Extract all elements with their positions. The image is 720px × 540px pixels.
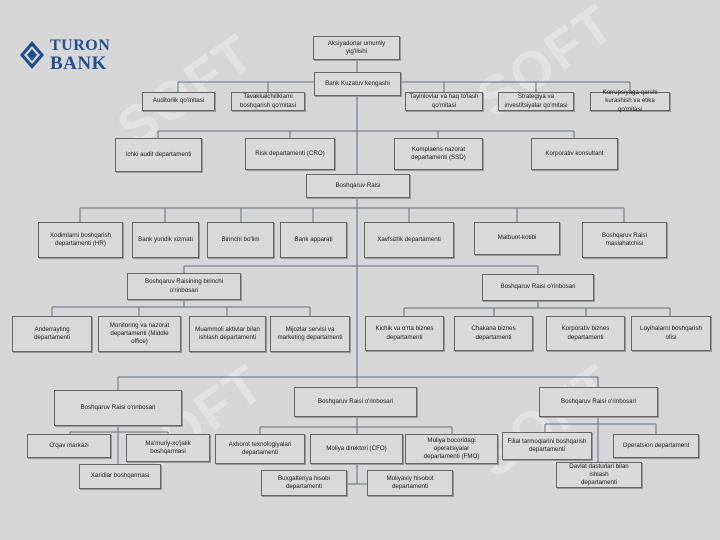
node-operatsion: Operatsion departament <box>613 434 699 458</box>
node-orinbosar-middle: Boshqaruv Raisi o'rinbosari <box>294 387 417 417</box>
node-monitoring: Monitoring va nazorat departamenti (Midd… <box>98 316 181 352</box>
node-davlat-dasturlari: Davlat dasturlari bilan ishlash departam… <box>556 462 642 488</box>
node-korporativ-konsultant: Korporativ konsultant <box>531 138 618 170</box>
node-korrupsiya-qomitasi: Korrupsiyaga qarshi kurashish va etika q… <box>590 89 670 113</box>
node-birinchi-orinbosar: Boshqaruv Raisining birinchi o'rinbosari <box>127 273 241 300</box>
node-tavakkalchilik-qomitasi: Tavakkalchiliklarni boshqarish qo'mitasi <box>231 92 305 111</box>
node-xodimlarni-boshqarish: Xodimlarni boshqarish departamenti (HR) <box>38 222 123 258</box>
logo-text-turon: TURON <box>50 37 111 54</box>
node-auditorlik-qomitasi: Auditorlik qo'mitasi <box>142 92 215 111</box>
node-filial-tarmoqlari: Filial tarmoqlarini boshqarish departame… <box>502 432 592 460</box>
node-boshqaruv-raisi: Boshqaruv Raisi <box>306 174 410 198</box>
logo-text-bank: BANK <box>50 53 107 74</box>
node-anderrayting: Anderrayting departamenti <box>12 316 92 352</box>
node-xaridlar: Xaridlar boshqarmasi <box>79 464 161 489</box>
node-orinbosar-right: Boshqaruv Raisi o'rinbosari <box>482 274 594 301</box>
node-orinbosar-left: Boshqaruv Raisi o'rinbosari <box>54 390 182 426</box>
node-chakana-biznes: Chakana biznes departamenti <box>454 316 533 351</box>
bank-logo-icon <box>20 41 44 69</box>
node-buxgalteriya: Buxgalteriya hisobi departamenti <box>261 470 347 496</box>
node-matbuot-kotibi: Matbuot-kotibi <box>474 222 560 255</box>
node-komplaens: Komplaens nazorat departamenti (SSD) <box>394 138 483 170</box>
node-birinchi-bolim: Birinchi bo'lim <box>207 222 274 258</box>
node-oqav-markazi: O'qav markazi <box>27 434 111 458</box>
node-moliya-operatsiyalar: Moliya bocoridagi operatsiyalar departam… <box>405 434 498 464</box>
node-orinbosar-right-2: Boshqaruv Raisi o'rinbosari <box>539 387 658 417</box>
node-ichki-audit: Ichki audit departamenti <box>115 138 202 172</box>
node-muammoli-aktivlar: Muammoli aktivlar bilan ishlash departam… <box>189 316 266 352</box>
node-xavfsizlik: Xavfsizlik departamenti <box>364 222 454 258</box>
node-risk-departamenti: Risk departamenti (CRO) <box>245 138 335 170</box>
node-loyihalarni-boshqarish: Loyihalarni boshqarish ofisi <box>631 316 711 351</box>
node-raisi-maslahatchisi: Boshqaruv Raisi maslahatchisi <box>582 222 667 258</box>
node-tayinlovlar-qomitasi: Tayinlovlar va haq to'lash qo'mitasi <box>405 92 483 111</box>
node-aksiyadorlar: Aksiyadorlar umumiy yig'ilishi <box>313 36 400 60</box>
node-axborot-texnologiyalari: Axborot texnologiyalari departamenti <box>215 434 305 464</box>
node-yuridik-xizmati: Bank yuridik xizmati <box>132 222 199 258</box>
node-moliyaviy-hisobot: Moliyaviy hisobot departamenti <box>367 470 453 496</box>
node-strategiya-qomitasi: Strategiya va investitsiyalar qo'mitasi <box>498 92 574 111</box>
node-mijozlar-servisi: Mijozlar servisi va marketing departamen… <box>270 316 350 352</box>
node-korporativ-biznes: Korporativ biznes departamenti <box>546 316 625 351</box>
node-kichik-orta-biznes: Kichik va o'rta biznes departamenti <box>365 316 444 351</box>
node-bank-apparati: Bank apparati <box>280 222 347 258</box>
node-kuzatuv-kengashi: Bank Kuzatuv kengashi <box>314 72 401 96</box>
node-mamuriy-xojalik: Ma'muriy-xo'jalik boshqarmasi <box>126 434 210 462</box>
node-moliya-direktori: Moliya direktori (CFO) <box>310 434 403 464</box>
